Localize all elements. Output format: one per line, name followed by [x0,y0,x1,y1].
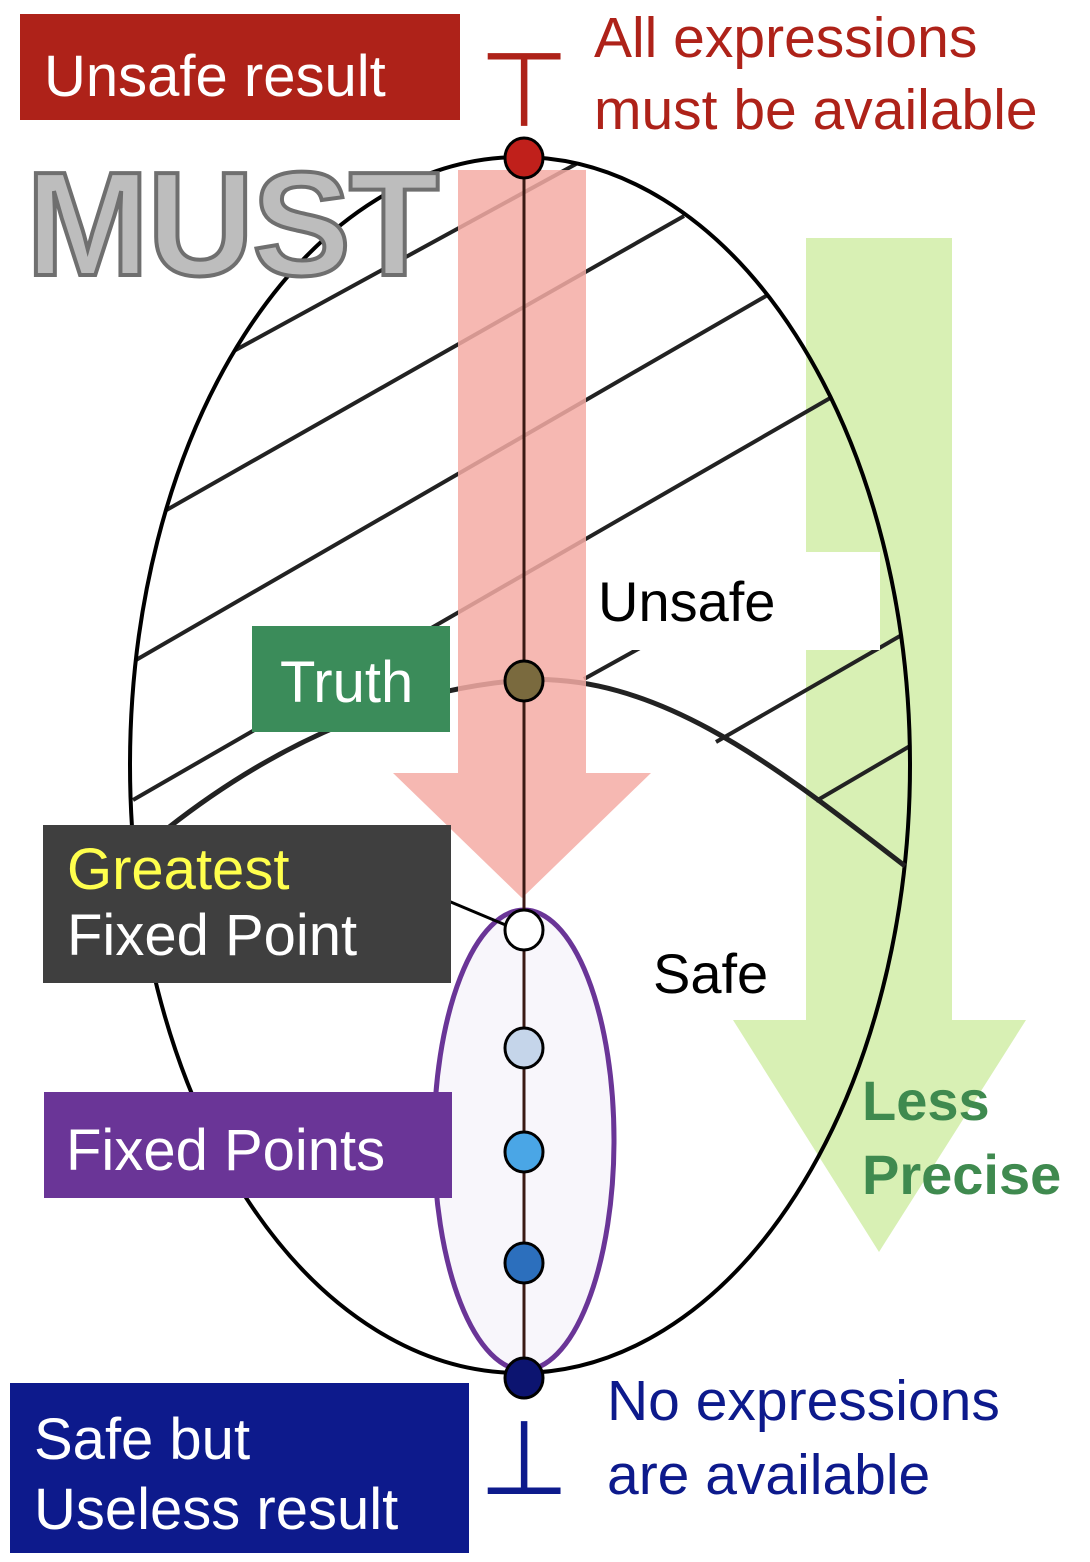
unsafe-result-text: Unsafe result [44,44,386,109]
gfp-pointer [445,898,509,928]
safe-but-useless-label: Safe but Useless result [10,1383,469,1553]
top-node [503,136,545,180]
all-expressions-line-1: All expressions [594,6,978,70]
fixed-points-text: Fixed Points [66,1118,386,1183]
no-expressions-note: No expressions are available [607,1364,1000,1512]
fixed-points-label: Fixed Points [44,1092,452,1198]
less-text: Less [862,1069,990,1132]
top-symbol: ⊤ [479,29,570,151]
must-arrow [393,170,651,898]
all-expressions-line-2: must be available [594,78,1038,142]
bottom-node [503,1356,545,1400]
fixed-point-text: Fixed Point [67,903,358,968]
no-expressions-line-1: No expressions [607,1369,1000,1433]
must-wordart: MUST [24,142,441,307]
unsafe-text-mask [580,552,880,650]
fixed-point-node-2 [503,1130,545,1174]
lattice-nodes [503,136,545,1400]
all-expressions-note: All expressions must be available [594,2,1038,146]
greatest-fixed-point-node [503,908,545,952]
no-expressions-line-2: are available [607,1443,931,1507]
less-precise-arrow [733,238,1026,1252]
truth-node [503,659,545,703]
truth-label: Truth [252,626,450,732]
truth-text: Truth [280,650,414,715]
safe-but-text: Safe but [34,1407,251,1472]
precise-text: Precise [862,1143,1062,1206]
fixed-point-node-1 [503,1026,545,1070]
greatest-fixed-point-label: Greatest Fixed Point [43,825,451,983]
unsafe-region-label: Unsafe [598,570,776,633]
less-precise-label: Less Precise [862,1064,1061,1212]
unsafe-result-label: Unsafe result [20,14,460,120]
fixed-point-node-3 [503,1241,545,1285]
bottom-symbol: ⊥ [479,1397,570,1519]
useless-result-text: Useless result [34,1477,399,1542]
safe-region-label: Safe [653,942,769,1005]
greatest-text: Greatest [67,837,290,902]
